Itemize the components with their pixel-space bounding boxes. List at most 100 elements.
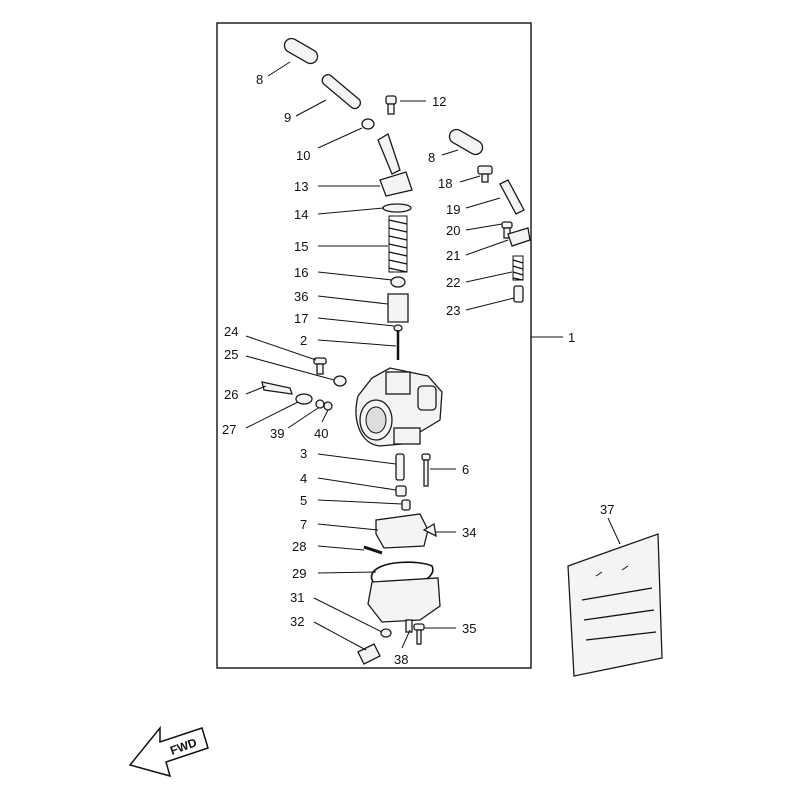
callout-7: 7	[300, 517, 307, 532]
callout-31: 31	[290, 590, 304, 605]
part-35-screw	[413, 623, 425, 645]
part-31-o-ring	[380, 628, 392, 638]
part-12-screw	[385, 95, 397, 115]
leader-37	[607, 517, 621, 545]
leader-3	[317, 453, 397, 465]
leader-23	[465, 297, 515, 311]
leader-20	[465, 223, 503, 231]
leader-8b	[441, 149, 459, 156]
leader-4	[317, 477, 397, 491]
part-18-fitting	[477, 165, 493, 183]
leader-22	[465, 271, 513, 283]
callout-27: 27	[222, 422, 236, 437]
leader-7	[317, 523, 379, 531]
leader-36	[317, 295, 389, 305]
part-8-cap-right	[448, 128, 484, 156]
callout-36: 36	[294, 289, 308, 304]
leader-40	[321, 409, 329, 423]
callout-23: 23	[446, 303, 460, 318]
part-28-float-pin	[363, 545, 383, 555]
leader-18	[459, 175, 481, 183]
callout-24: 24	[224, 324, 238, 339]
leader-21	[465, 239, 509, 256]
part-9-tube	[321, 74, 362, 110]
callout-22: 22	[446, 275, 460, 290]
part-34-float-valve	[422, 522, 437, 538]
leader-5	[317, 499, 403, 505]
assembly-frame	[216, 22, 532, 669]
fwd-arrow: FWD	[128, 725, 209, 778]
callout-5: 5	[300, 493, 307, 508]
callout-12: 12	[432, 94, 446, 109]
part-25-spring	[333, 375, 347, 387]
part-26-pilot-screw	[261, 381, 293, 395]
parts	[261, 37, 663, 677]
part-5-pilot-jet	[401, 499, 411, 511]
part-23-plunger	[513, 285, 524, 303]
part-carburetor-body	[355, 367, 443, 447]
callout-6: 6	[462, 462, 469, 477]
callout-18: 18	[438, 176, 452, 191]
callout-8a: 8	[256, 72, 263, 87]
callout-34: 34	[462, 525, 476, 540]
leader-19	[465, 197, 501, 209]
callout-10: 10	[296, 148, 310, 163]
callout-29: 29	[292, 566, 306, 581]
part-19-cable-pipe	[499, 179, 525, 215]
leader-25	[245, 355, 335, 381]
callout-32: 32	[290, 614, 304, 629]
callout-40: 40	[314, 426, 328, 441]
leader-2	[317, 339, 397, 347]
part-21-bracket	[507, 227, 531, 247]
callout-labels: 8 9 12 10 8 13 18 14 19 20 15 21 16 22 3…	[222, 72, 614, 667]
callout-2: 2	[300, 333, 307, 348]
leader-26	[245, 385, 267, 395]
leader-17	[317, 317, 395, 327]
callout-15: 15	[294, 239, 308, 254]
callout-20: 20	[446, 223, 460, 238]
part-4-main-jet	[395, 485, 407, 497]
leader-14	[317, 207, 385, 215]
part-13-cap-pipe	[377, 133, 413, 197]
callout-14: 14	[294, 207, 308, 222]
leader-28	[317, 545, 365, 551]
callout-8b: 8	[428, 150, 435, 165]
leader-39	[287, 407, 319, 429]
leader-10	[317, 127, 363, 149]
callout-39: 39	[270, 426, 284, 441]
leader-38	[401, 629, 411, 649]
callout-3: 3	[300, 446, 307, 461]
leader-32	[313, 621, 367, 651]
callout-13: 13	[294, 179, 308, 194]
callout-26: 26	[224, 387, 238, 402]
callout-16: 16	[294, 265, 308, 280]
leader-24	[245, 335, 317, 361]
part-38-fitting	[405, 619, 413, 633]
part-3-main-nozzle	[395, 453, 405, 481]
callout-28: 28	[292, 539, 306, 554]
part-20-screw	[501, 221, 513, 239]
callout-4: 4	[300, 471, 307, 486]
part-14-gasket	[382, 203, 412, 213]
part-39-washer	[315, 399, 325, 409]
callout-35: 35	[462, 621, 476, 636]
part-22-spring	[512, 255, 524, 281]
part-8-cap-left	[283, 37, 319, 65]
callout-9: 9	[284, 110, 291, 125]
callout-38: 38	[394, 652, 408, 667]
part-10-washer	[361, 118, 375, 130]
callout-19: 19	[446, 202, 460, 217]
part-40-o-ring	[323, 401, 333, 411]
leader-31	[313, 597, 383, 633]
leader-8a	[267, 61, 291, 77]
part-6-screw	[421, 453, 431, 487]
callout-17: 17	[294, 311, 308, 326]
part-27-spring	[295, 393, 313, 405]
callout-21: 21	[446, 248, 460, 263]
part-7-float	[375, 513, 429, 549]
part-36-throttle-valve	[387, 293, 409, 323]
part-32-drain-screw	[357, 643, 381, 665]
leader-9	[295, 99, 327, 117]
callout-1: 1	[568, 330, 575, 345]
